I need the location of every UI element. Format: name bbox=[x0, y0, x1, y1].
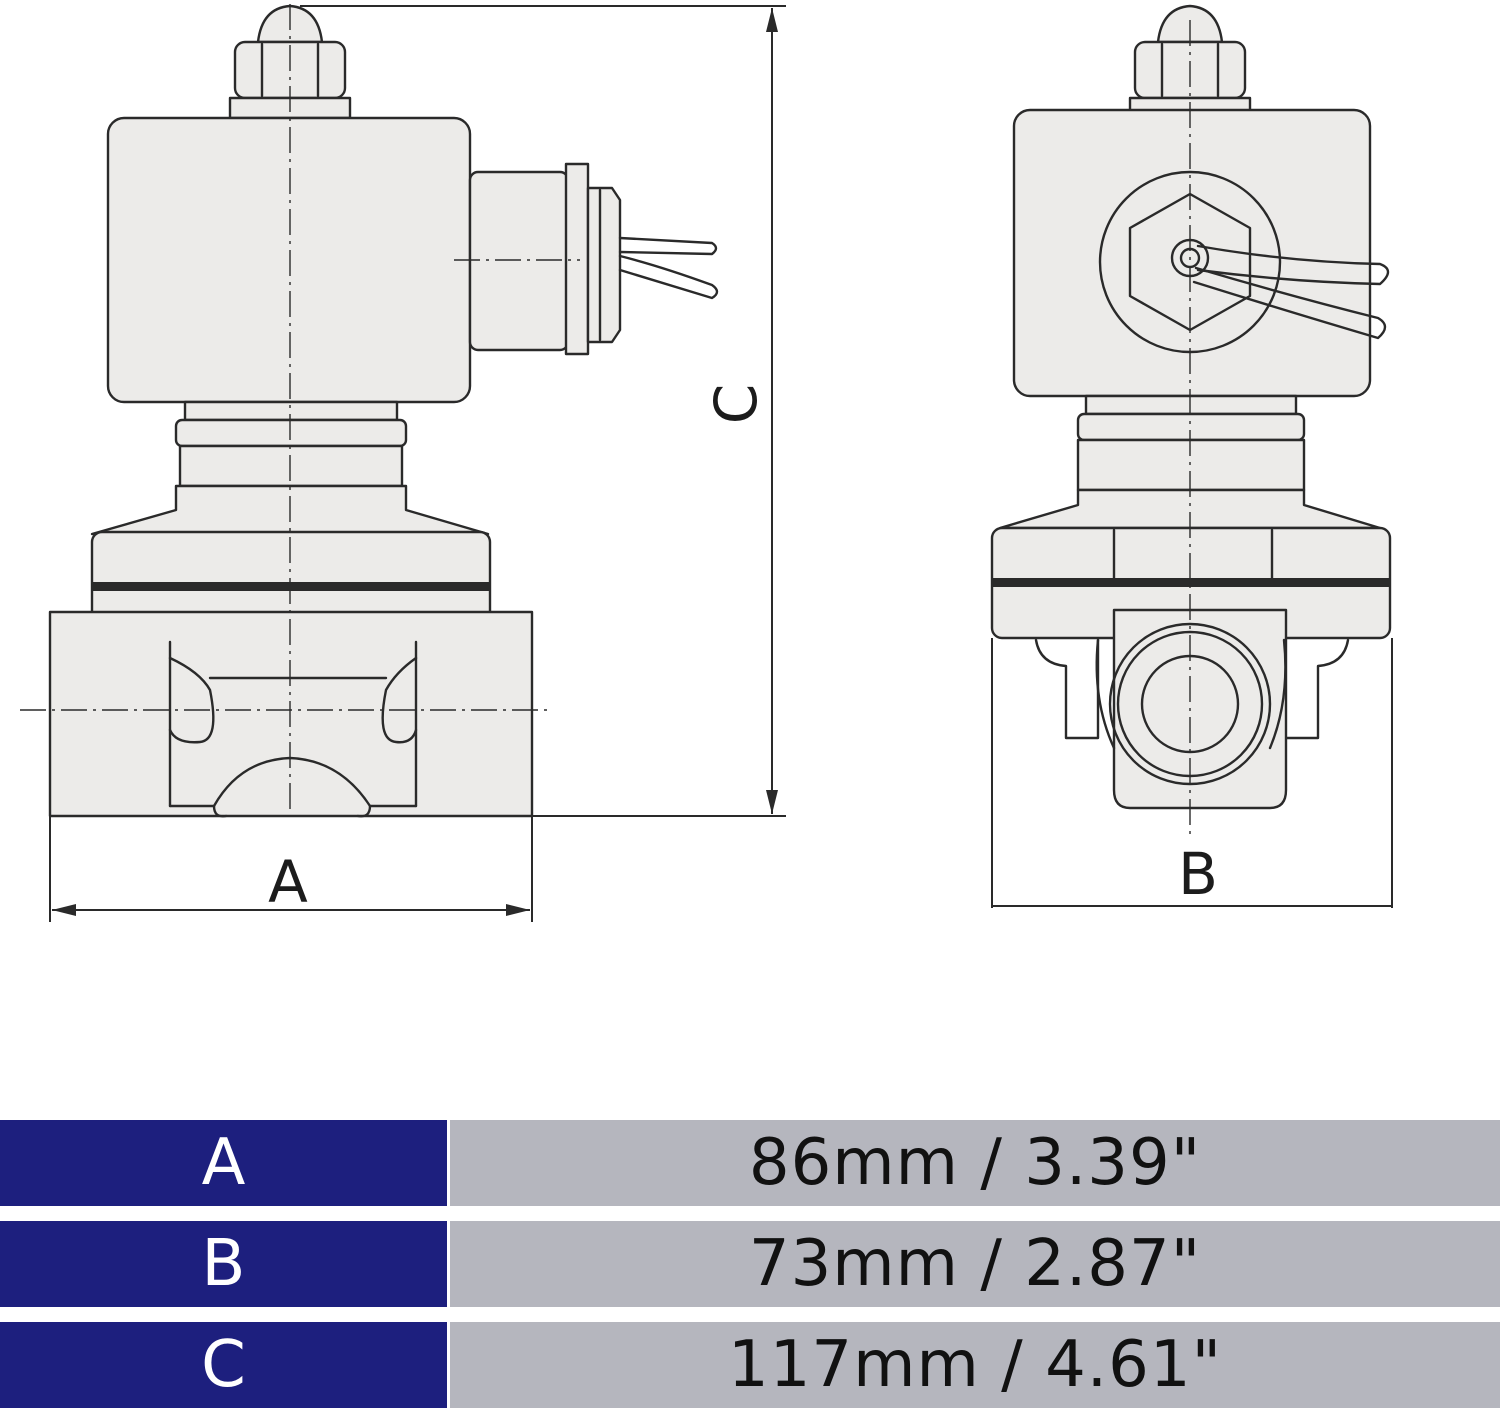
valve-technical-drawing: A B C bbox=[20, 4, 1393, 922]
dimension-key: A bbox=[0, 1120, 450, 1206]
dimension-c-label: C bbox=[702, 384, 770, 425]
dimension-key: B bbox=[0, 1221, 450, 1307]
side-bonnet bbox=[998, 394, 1382, 530]
front-view bbox=[20, 4, 719, 818]
side-body bbox=[1034, 608, 1350, 810]
front-connector bbox=[468, 162, 719, 356]
table-row-b: B 73mm / 2.87" bbox=[0, 1221, 1500, 1307]
dimension-a-label: A bbox=[268, 848, 308, 916]
table-row-c: C 117mm / 4.61" bbox=[0, 1322, 1500, 1408]
side-view bbox=[990, 4, 1392, 840]
dimension-b: B bbox=[991, 638, 1393, 908]
front-body bbox=[48, 610, 534, 818]
dimension-value: 73mm / 2.87" bbox=[450, 1221, 1500, 1307]
front-coil bbox=[106, 116, 472, 404]
dimension-c: C bbox=[300, 5, 786, 817]
front-bonnet bbox=[90, 400, 490, 536]
dimension-b-label: B bbox=[1178, 840, 1218, 908]
table-row-a: A 86mm / 3.39" bbox=[0, 1120, 1500, 1206]
dimension-value: 117mm / 4.61" bbox=[450, 1322, 1500, 1408]
dimension-key: C bbox=[0, 1322, 450, 1408]
dimension-value: 86mm / 3.39" bbox=[450, 1120, 1500, 1206]
dimension-a: A bbox=[49, 816, 533, 922]
dimensions-table: A 86mm / 3.39" B 73mm / 2.87" C 117mm / … bbox=[0, 1120, 1500, 1423]
